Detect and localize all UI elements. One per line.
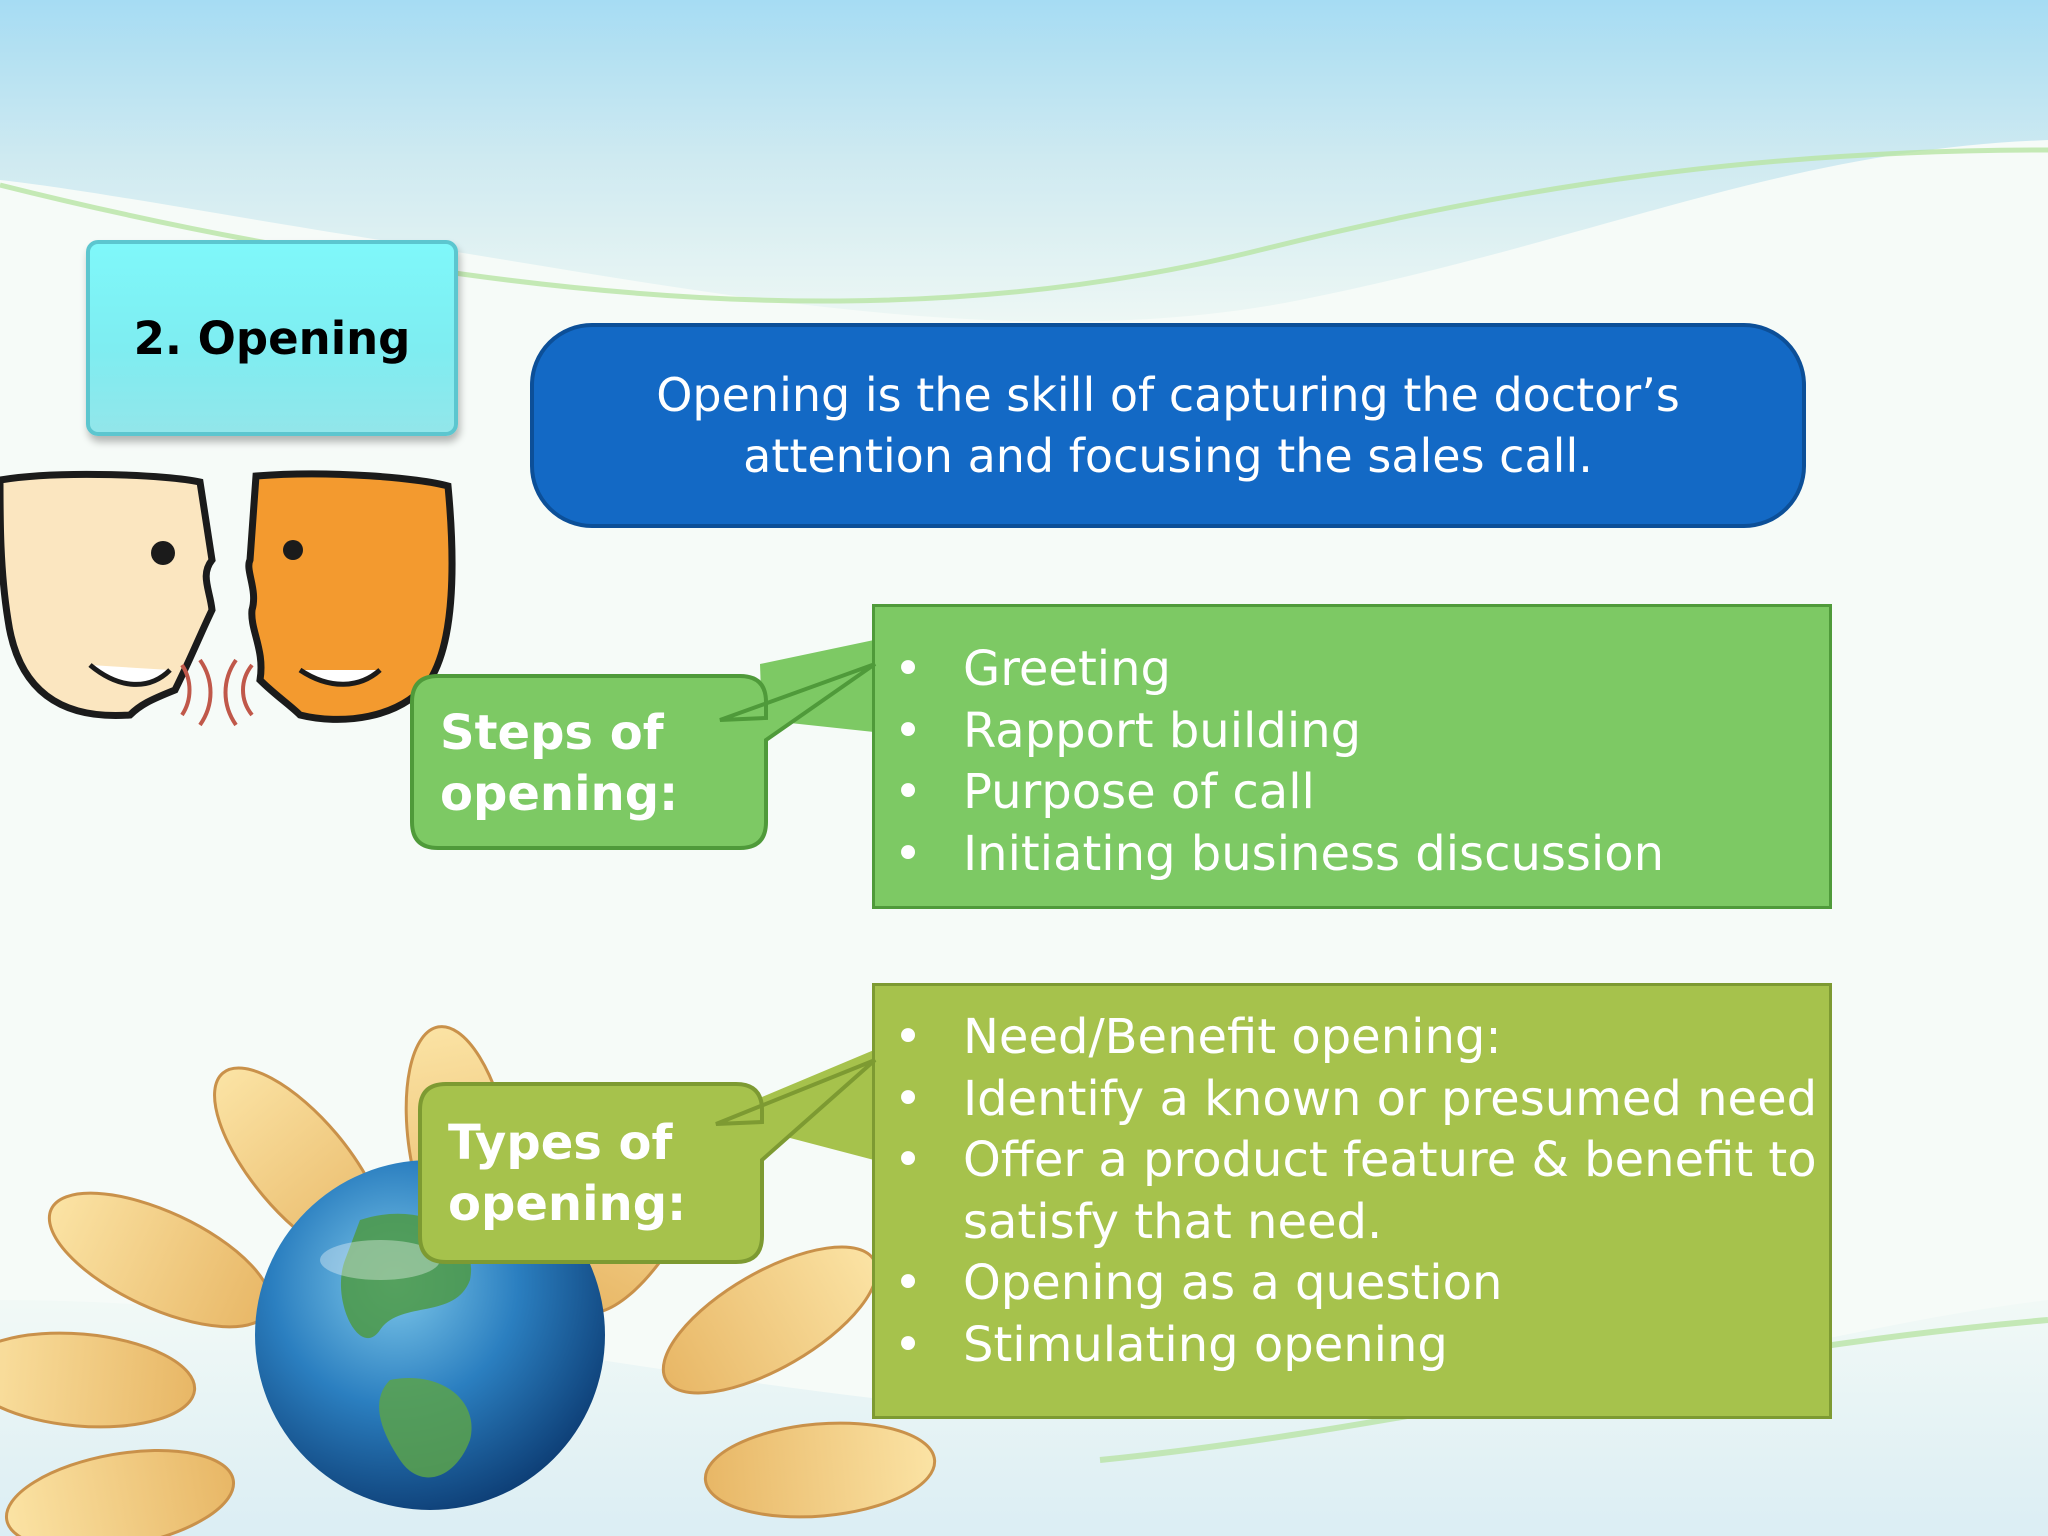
types-panel: • Need/Benefit opening: • Identify a known… [872, 983, 1832, 1419]
list-item: • Stimulating opening [875, 1315, 1829, 1377]
types-label-line-1: Types of [448, 1115, 673, 1171]
definition-line-1: Opening is the skill of capturing the do… [656, 367, 1680, 422]
list-item: • Offer a product feature & benefit to [875, 1130, 1829, 1192]
list-item-text: satisfy that need. [963, 1193, 1383, 1250]
bullet: • [893, 1132, 923, 1188]
list-item: • Rapport building [875, 701, 1829, 763]
types-label-line-2: opening: [448, 1176, 687, 1232]
steps-panel: • Greeting • Rapport building • Purpose of … [872, 604, 1832, 909]
list-item-text: Rapport building [963, 702, 1362, 759]
bullet: • [893, 764, 923, 820]
bullet: • [893, 1009, 923, 1065]
list-item: • Greeting [875, 639, 1829, 701]
list-item-text: Purpose of call [963, 764, 1315, 820]
bullet: • [893, 641, 923, 697]
list-item: • Identify a known or presumed need [875, 1069, 1829, 1131]
bullet: • [893, 1316, 923, 1373]
types-callout-label: Types of opening: [448, 1113, 686, 1235]
list-item: • Need/Benefit opening: [875, 1007, 1829, 1069]
types-list: • Need/Benefit opening: • Identify a known… [875, 1007, 1829, 1376]
bullet: • [893, 1070, 923, 1127]
list-item-text: Identify a known or presumed need [963, 1070, 1818, 1127]
steps-callout-label: Steps of opening: [440, 703, 678, 825]
bullet: • [893, 1255, 923, 1311]
list-item-text: Need/Benefit opening: [963, 1009, 1502, 1065]
two-faces-talking-illustration [0, 470, 456, 727]
bullet: • [893, 702, 923, 759]
list-item: • Purpose of call [875, 762, 1829, 824]
definition-text: Opening is the skill of capturing the do… [656, 365, 1680, 487]
list-item-continuation: satisfy that need. [875, 1192, 1829, 1254]
steps-label-line-1: Steps of [440, 705, 664, 761]
list-item-text: Stimulating opening [963, 1316, 1448, 1373]
list-item-text: Opening as a question [963, 1255, 1503, 1311]
slide-title: 2. Opening [133, 311, 411, 365]
definition-line-2: attention and focusing the sales call. [743, 428, 1593, 483]
list-item-text: Greeting [963, 641, 1171, 697]
steps-list: • Greeting • Rapport building • Purpose of … [875, 639, 1829, 885]
steps-label-line-2: opening: [440, 766, 679, 822]
definition-box: Opening is the skill of capturing the do… [530, 323, 1806, 528]
list-item: • Opening as a question [875, 1253, 1829, 1315]
list-item-text: Offer a product feature & benefit to [963, 1132, 1817, 1188]
list-item: • Initiating business discussion [875, 824, 1829, 886]
list-item-text: Initiating business discussion [963, 825, 1665, 882]
slide-title-box: 2. Opening [86, 240, 458, 436]
bullet: • [893, 825, 923, 882]
